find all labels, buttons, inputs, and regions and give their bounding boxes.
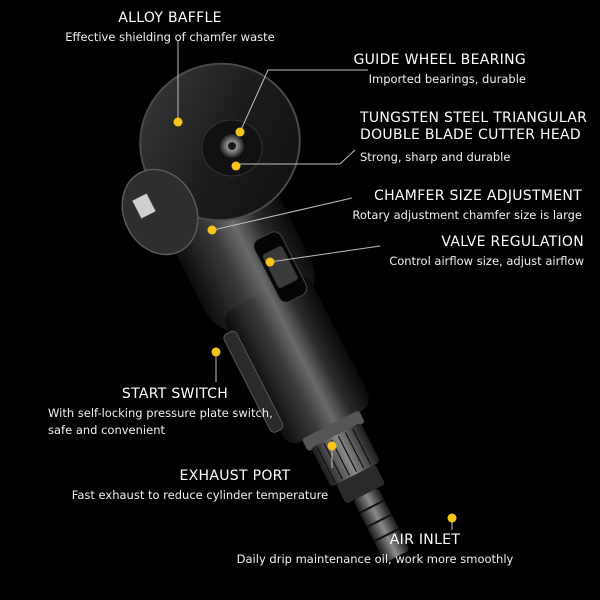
neck-ring [302,411,365,451]
tool-body [168,173,409,562]
cutter-head-title-2: DOUBLE BLADE CUTTER HEAD [360,127,581,143]
chamfer-size-title: CHAMFER SIZE ADJUSTMENT [374,188,582,204]
dot-chamfer-size [207,225,217,235]
cutter-head-desc: Strong, sharp and durable [360,150,511,164]
exhaust-port-desc: Fast exhaust to reduce cylinder temperat… [71,488,329,502]
alloy-baffle-desc: Effective shielding of chamfer waste [65,30,275,44]
label-air-inlet: AIR INLET Daily drip maintenance oil, wo… [230,532,520,567]
start-switch-title: START SWITCH [121,386,229,402]
guide-wheel-title: GUIDE WHEEL BEARING [353,52,526,68]
dot-guide-wheel [235,127,245,137]
air-inlet-title: AIR INLET [389,532,461,548]
valve-desc: Control airflow size, adjust airflow [389,254,584,268]
start-switch-desc-2: safe and convenient [48,423,165,437]
chamfer-size-desc: Rotary adjustment chamfer size is large [352,208,582,222]
chamfer-adjust-ring [121,168,199,256]
label-exhaust-port: EXHAUST PORT Fast exhaust to reduce cyli… [60,468,340,503]
air-inlet-nozzle [354,489,409,562]
dot-exhaust-port [327,441,337,451]
dot-valve [265,257,275,267]
label-chamfer-size: CHAMFER SIZE ADJUSTMENT Rotary adjustmen… [340,188,582,223]
main-barrel [225,275,370,444]
guide-wheel-desc: Imported bearings, durable [368,72,526,86]
dot-alloy-baffle [173,117,183,127]
dot-start-switch [211,347,221,357]
valve-title: VALVE REGULATION [441,234,584,250]
air-inlet-desc: Daily drip maintenance oil, work more sm… [236,552,514,566]
label-guide-wheel-bearing: GUIDE WHEEL BEARING Imported bearings, d… [330,52,526,87]
dot-cutter-head [231,161,241,171]
dot-air-inlet [447,513,457,523]
label-alloy-baffle: ALLOY BAFFLE Effective shielding of cham… [40,10,300,45]
leader-lines [177,40,453,530]
valve-knob [262,246,298,288]
fitting-collar [337,465,385,504]
callout-dots [173,117,457,523]
label-cutter-head: TUNGSTEN STEEL TRIANGULAR DOUBLE BLADE C… [360,110,590,165]
label-start-switch: START SWITCH With self-locking pressure … [30,386,320,438]
cutter-head-title-1: TUNGSTEN STEEL TRIANGULAR [360,110,588,126]
label-valve-regulation: VALVE REGULATION Control airflow size, a… [380,234,584,269]
start-switch-desc-1: With self-locking pressure plate switch, [48,406,273,420]
start-switch-lever [223,330,284,433]
alloy-baffle-title: ALLOY BAFFLE [118,10,222,26]
exhaust-port-title: EXHAUST PORT [179,468,291,484]
